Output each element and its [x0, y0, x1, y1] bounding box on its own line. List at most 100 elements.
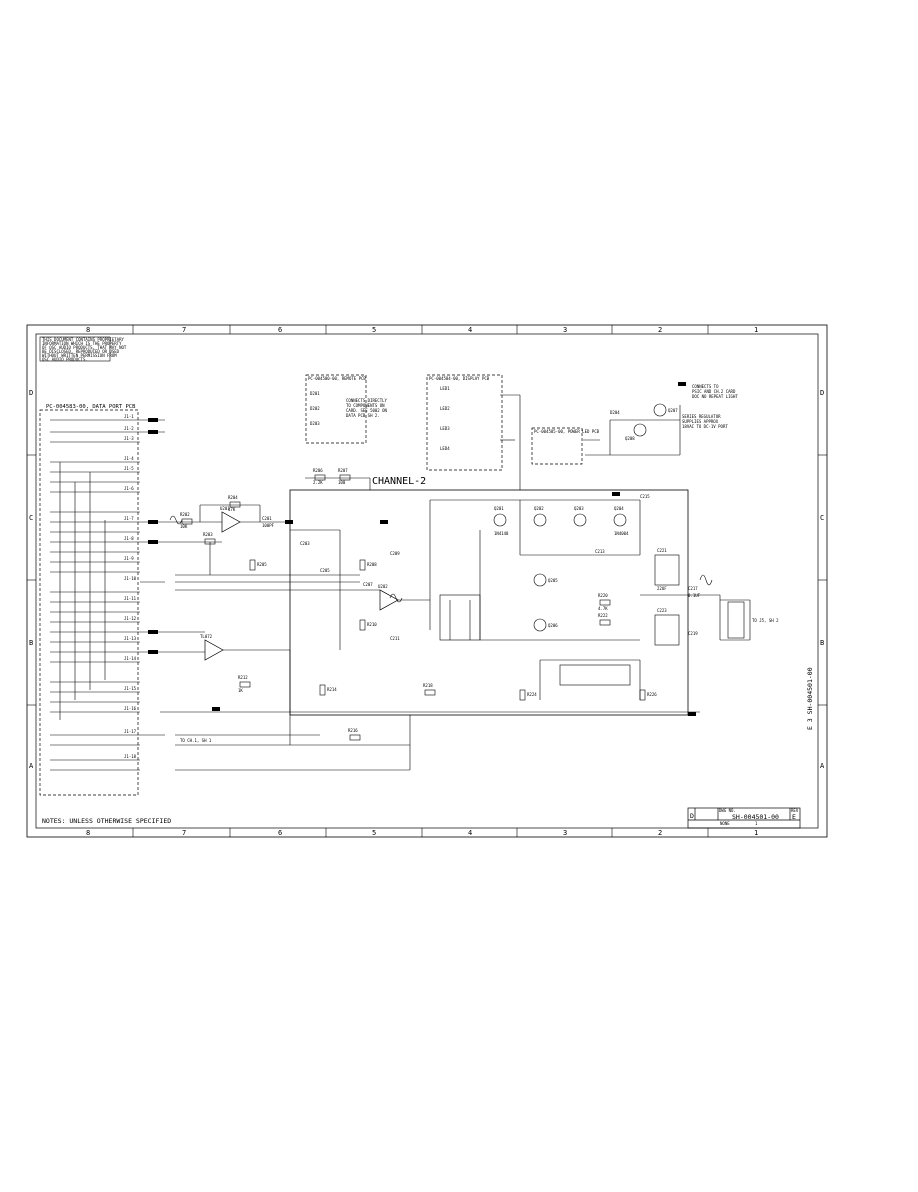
pin-label-j1: J1-1	[124, 414, 134, 419]
side-doc-label: E 3 SH-004501-00	[806, 667, 814, 730]
ref-r210: R210	[367, 622, 377, 627]
resistor-r212	[239, 681, 251, 688]
ref-c215: C215	[640, 494, 650, 499]
ref-r206: R206	[313, 468, 323, 473]
remote-note-1: CONNECTS DIRECTLY	[346, 398, 388, 403]
col-label-top-7: 7	[182, 326, 186, 334]
transistor-q207	[653, 403, 667, 417]
title-doc-label: DWG NO.	[719, 808, 736, 813]
proprietary-line-4: BE DISCLOSED, REPRODUCED OR USED	[42, 349, 120, 354]
notes-heading: NOTES: UNLESS OTHERWISE SPECIFIED	[42, 817, 171, 825]
ref-r212: R212	[238, 675, 248, 680]
channel1-note: TO CH.1, SH 1	[180, 738, 212, 743]
pin-label-j18: J1-18	[124, 754, 137, 759]
pin-label-j14: J1-14	[124, 656, 137, 661]
output-transistors	[559, 664, 631, 686]
title-size: D	[690, 812, 694, 820]
col-label-bottom-2: 2	[658, 829, 662, 837]
resistor-r207	[339, 474, 351, 481]
channel-2-box	[289, 489, 689, 716]
opamp-u202	[379, 589, 399, 611]
transistor-q205	[533, 573, 547, 587]
resistor-r208	[359, 559, 366, 571]
val-8: 22UF	[657, 586, 667, 591]
pin-label-j13: J1-13	[124, 636, 137, 641]
outer-border	[26, 324, 828, 838]
resistor-r222	[599, 619, 611, 626]
connects-note-2: PSIC AND CH.2 CARD	[692, 389, 736, 394]
title-rev-label: REV	[791, 808, 799, 813]
ref-q207: Q207	[668, 408, 678, 413]
regulator-note-3: 18VAC TO DC-1V PORT	[682, 424, 728, 429]
resistor-r203	[204, 538, 216, 545]
proprietary-notice-box	[39, 336, 111, 362]
col-label-top-4: 4	[468, 326, 472, 334]
pin-label-j15: J1-15	[124, 686, 137, 691]
row-label-left-b: B	[29, 639, 33, 647]
regulator-note-2: SUPPLIES APPROX	[682, 419, 719, 424]
ref-r224: R224	[527, 692, 537, 697]
reference-labels: R202 R203 R204 R205 R206 R207 R208 R210 …	[180, 386, 701, 733]
transistor-array	[439, 594, 481, 641]
col-label-bottom-7: 7	[182, 829, 186, 837]
ref-led1: LED1	[440, 386, 450, 391]
proprietary-line-1: THIS DOCUMENT CONTAINS PROPRIETARY	[42, 337, 124, 342]
val-1: 10K	[180, 524, 188, 529]
ref-c207: C207	[363, 582, 373, 587]
ref-led3: LED3	[440, 426, 450, 431]
display-pcb-label: PC-004584-00, DISPLAY PCB	[429, 376, 490, 381]
inner-border	[35, 333, 819, 829]
ref-led2: LED2	[440, 406, 450, 411]
row-label-right-c: C	[820, 514, 824, 522]
ref-d203: D203	[310, 421, 320, 426]
opamp-type-label: TL072	[200, 634, 213, 639]
ref-r220: R220	[598, 593, 608, 598]
pin-label-j10: J1-10	[124, 576, 137, 581]
resistor-r226	[639, 689, 646, 701]
title-scale: NONE	[720, 821, 730, 826]
row-label-left-d: D	[29, 389, 33, 397]
proprietary-line-2: INFORMATION WHICH IS THE PROPERTY	[42, 341, 122, 346]
waveform-input	[169, 515, 183, 525]
proprietary-line-6: QSC AUDIO PRODUCTS.	[42, 357, 88, 362]
ref-r226: R226	[647, 692, 657, 697]
ref-q201: Q201	[494, 506, 504, 511]
pin-label-j8: J1-8	[124, 536, 134, 541]
ref-q205: Q205	[548, 578, 558, 583]
component-symbols	[181, 403, 745, 741]
capacitor-c221	[654, 554, 680, 586]
pcb-boundaries	[39, 374, 583, 796]
pin-label-j5: J1-5	[124, 466, 134, 471]
ref-c209: C209	[390, 551, 400, 556]
ref-r214: R214	[327, 687, 337, 692]
ref-q202: Q202	[534, 506, 544, 511]
capacitor-c223	[654, 614, 680, 646]
pin-label-j11: J1-11	[124, 596, 137, 601]
val-10: 1N4148	[494, 531, 509, 536]
regulator-note-1: SERIES REGULATOR	[682, 414, 721, 419]
resistor-r202	[181, 518, 193, 525]
remote-pcb-label: PC-004500-00, REMOTE PCB	[308, 376, 366, 381]
output-note: TO J5, SH 2	[752, 618, 779, 623]
ref-c203: C203	[300, 541, 310, 546]
opamp-u203	[204, 639, 224, 661]
title-block-frame	[687, 807, 801, 829]
wiring	[160, 394, 751, 771]
transistor-q202	[533, 513, 547, 527]
val-4: 100	[338, 480, 346, 485]
opamp-label-u201: U201	[220, 506, 230, 511]
val-7: 100PF	[262, 523, 275, 528]
row-label-right-b: B	[820, 639, 824, 647]
transistor-q203	[573, 513, 587, 527]
power-led-pcb-label: PC-004585-00, POWER LED PCB	[534, 429, 600, 434]
output-connector	[727, 601, 745, 639]
col-label-bottom-8: 8	[86, 829, 90, 837]
ref-q206: Q206	[548, 623, 558, 628]
ref-r205: R205	[257, 562, 267, 567]
val-3: 2.2K	[313, 480, 323, 485]
data-port-pcb-box	[39, 409, 139, 796]
ref-r203: R203	[203, 532, 213, 537]
ref-r202: R202	[180, 512, 190, 517]
pin-label-j3: J1-3	[124, 436, 134, 441]
